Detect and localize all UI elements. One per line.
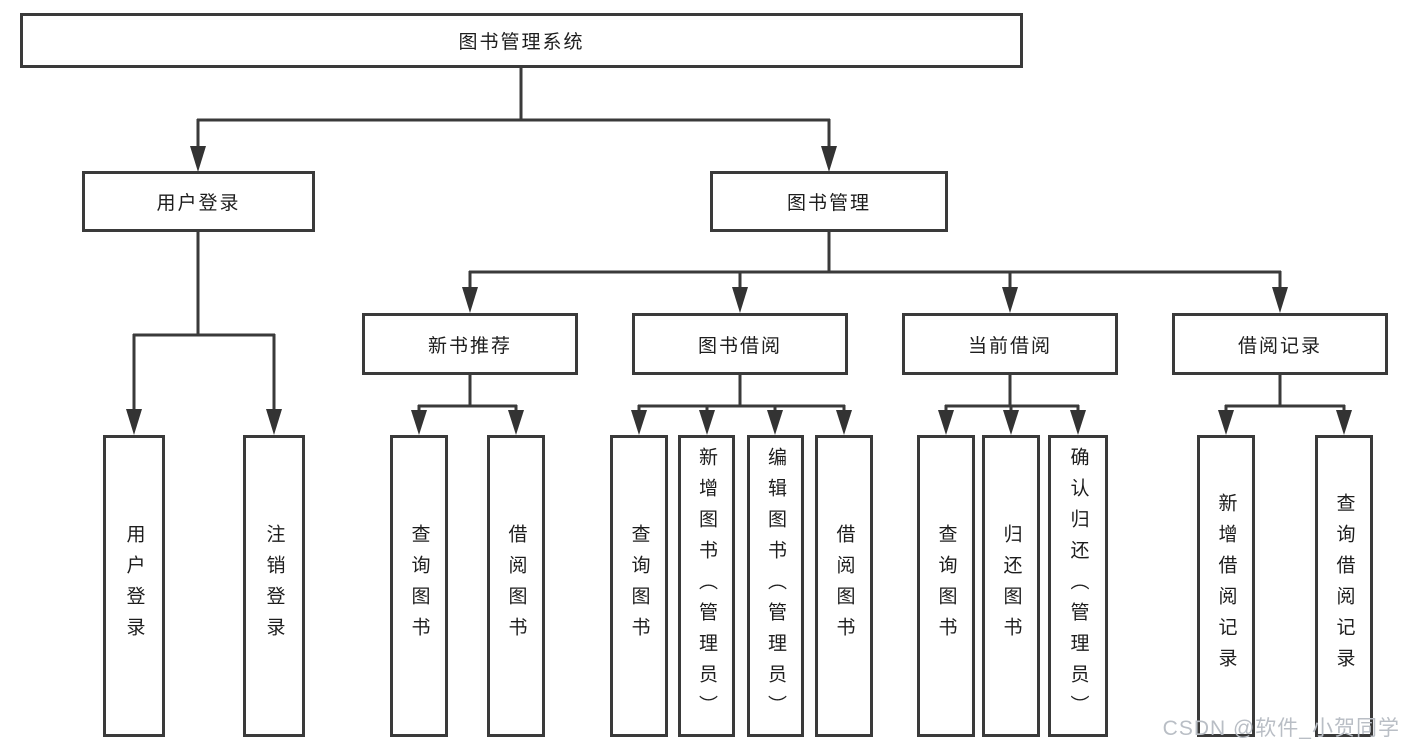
node-label: 借阅记录 bbox=[1237, 335, 1322, 357]
node-label: 当前借阅 bbox=[967, 335, 1052, 357]
connector-borrow-records bbox=[1218, 375, 1352, 435]
leaf-label: 查询图书 bbox=[935, 524, 957, 648]
csdn-watermark: CSDN @软件_小贺同学 bbox=[1162, 717, 1400, 740]
node-book-borrowing: 图书借阅 bbox=[632, 313, 848, 375]
connector-new-book-rec bbox=[411, 375, 524, 435]
leaf-add-borrow-record: 新增借阅记录 bbox=[1197, 435, 1255, 737]
leaf-label: 编辑图书（管理员） bbox=[765, 446, 786, 726]
leaf-user-login: 用户登录 bbox=[103, 435, 165, 737]
node-user-login: 用户登录 bbox=[82, 171, 315, 232]
leaf-label: 借阅图书 bbox=[833, 524, 855, 648]
connector-current-borrow bbox=[938, 375, 1086, 435]
node-current-borrowing: 当前借阅 bbox=[902, 313, 1118, 375]
leaf-label: 注销登录 bbox=[263, 524, 285, 648]
leaf-query-books-recommend: 查询图书 bbox=[390, 435, 448, 737]
node-borrowing-records: 借阅记录 bbox=[1172, 313, 1388, 375]
leaf-query-books-borrow: 查询图书 bbox=[610, 435, 668, 737]
leaf-label: 新增图书（管理员） bbox=[696, 446, 717, 726]
node-label: 用户登录 bbox=[156, 193, 241, 214]
leaf-label: 新增借阅记录 bbox=[1215, 493, 1237, 679]
leaf-label: 归还图书 bbox=[1000, 524, 1022, 648]
node-book-management: 图书管理 bbox=[710, 171, 948, 232]
leaf-return-books: 归还图书 bbox=[982, 435, 1040, 737]
leaf-label: 查询图书 bbox=[408, 524, 430, 648]
connector-book-borrow bbox=[631, 375, 852, 435]
connector-root bbox=[190, 68, 837, 172]
node-label: 图书借阅 bbox=[697, 335, 782, 357]
leaf-add-books-admin: 新增图书（管理员） bbox=[678, 435, 735, 737]
node-system-root: 图书管理系统 bbox=[20, 13, 1023, 68]
leaf-confirm-return-admin: 确认归还（管理员） bbox=[1048, 435, 1108, 737]
leaf-query-books-current: 查询图书 bbox=[917, 435, 975, 737]
leaf-edit-books-admin: 编辑图书（管理员） bbox=[747, 435, 804, 737]
node-label: 新书推荐 bbox=[427, 335, 512, 357]
node-label: 图书管理 bbox=[786, 193, 871, 214]
leaf-label: 查询借阅记录 bbox=[1333, 493, 1355, 679]
leaf-query-borrow-record: 查询借阅记录 bbox=[1315, 435, 1373, 737]
leaf-label: 确认归还（管理员） bbox=[1067, 446, 1089, 726]
connector-user-login bbox=[126, 232, 282, 435]
node-label: 图书管理系统 bbox=[458, 32, 585, 53]
leaf-label: 借阅图书 bbox=[505, 524, 527, 648]
leaf-label: 用户登录 bbox=[123, 524, 145, 648]
leaf-borrow-books: 借阅图书 bbox=[815, 435, 873, 737]
leaf-borrow-books-recommend: 借阅图书 bbox=[487, 435, 545, 737]
leaf-label: 查询图书 bbox=[628, 524, 650, 648]
connector-book-management bbox=[462, 232, 1288, 313]
leaf-logout: 注销登录 bbox=[243, 435, 305, 737]
node-new-book-recommend: 新书推荐 bbox=[362, 313, 578, 375]
